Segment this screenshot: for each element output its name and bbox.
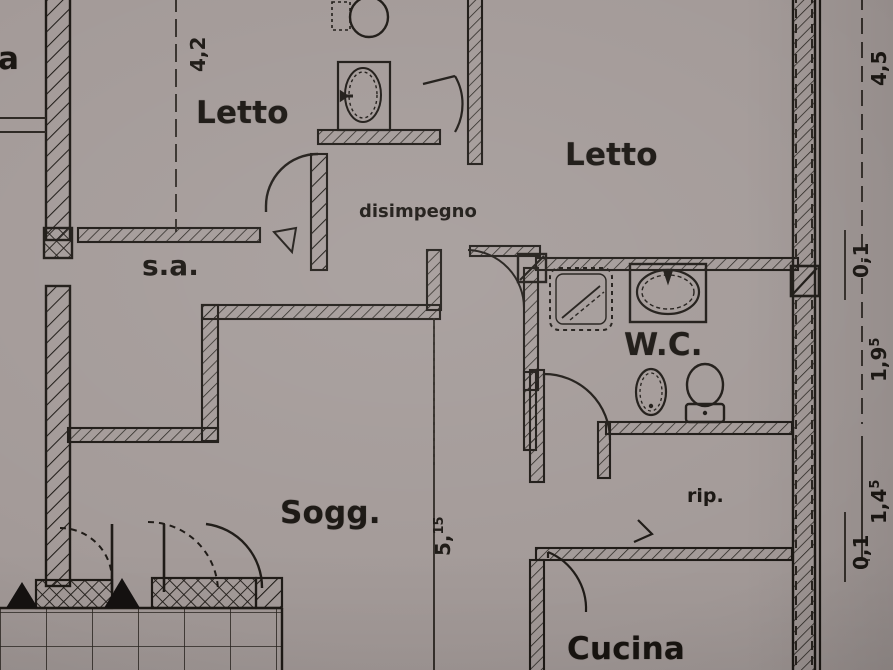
bathtub-tap [662, 268, 674, 286]
balcony-sw [0, 576, 284, 670]
clipped-edge-label: a [0, 41, 20, 77]
dimension-1-45-main: 1,4 [867, 488, 892, 524]
window-openings [0, 0, 813, 670]
wall-disimpegno-west [309, 152, 329, 272]
door-swing-bagno-nord [454, 75, 464, 133]
wall-letto-nw-south [76, 226, 262, 244]
balcony-marker-2 [104, 578, 140, 608]
toilet-cistern-wc [684, 402, 726, 424]
door-leaf-bagno-nord [422, 74, 456, 86]
dimension-5-15-main: 5, [431, 534, 456, 556]
dimension-1-95-sup: 5 [868, 337, 883, 347]
door-arrow-rip [633, 519, 654, 544]
dimension-lines [175, 0, 870, 670]
room-label-sa: s.a. [142, 249, 199, 282]
dimension-label-5-15: 5,15 [431, 516, 456, 556]
wall-rip-south [534, 546, 794, 562]
toilet-cistern-north [331, 1, 351, 31]
room-label-sogg: Sogg. [280, 495, 381, 531]
wall-exterior-left-lower [44, 284, 72, 588]
balcony-floor [0, 607, 283, 670]
pillar-wc-north [516, 252, 548, 284]
door-swing-letto-nw [264, 152, 319, 207]
wall-bagno-south [316, 128, 442, 146]
dimension-1-45-sup: 5 [868, 479, 883, 489]
room-label-letto-ne: Letto [565, 137, 658, 173]
door-swing-cucina [547, 550, 588, 613]
wall-exterior-left [44, 0, 72, 242]
door-swing-balcony-b [147, 521, 219, 593]
fixtures-wc [549, 262, 726, 424]
door-swing-wc [543, 372, 612, 441]
dimension-label-1-95: 1,95 [867, 337, 892, 382]
dimension-5-15-sup: 15 [432, 516, 447, 535]
room-label-cucina: Cucina [567, 631, 686, 667]
fixtures-bagno-nord [331, 0, 392, 132]
dimension-label-1-45: 1,45 [867, 479, 892, 524]
toilet-icon-wc [685, 362, 725, 408]
wall-sogg-east-lower [528, 368, 546, 484]
balcony-parapet-left [34, 578, 114, 610]
door-leaf-sa [272, 226, 298, 255]
toilet-icon-north [348, 0, 390, 39]
wall-wc-south-stub [596, 420, 612, 480]
dimension-label-4-2: 4,2 [186, 36, 210, 72]
dimension-1-95-main: 1,9 [867, 346, 892, 382]
doors [59, 74, 654, 613]
wall-sogg-north [200, 303, 442, 321]
structural-walls [42, 0, 822, 670]
wall-sa-south [66, 426, 220, 444]
wall-disimpegno-east [425, 248, 443, 312]
wall-wc-south [604, 420, 794, 436]
pillar-left-upper [42, 226, 74, 260]
wall-bagno-east [466, 0, 484, 166]
dimension-label-0-1-upper: 0,1 [849, 242, 873, 278]
room-label-wc: W.C. [624, 327, 703, 363]
bathtub-icon [628, 262, 708, 324]
room-label-letto-nw: Letto [196, 95, 289, 131]
room-label-disimpegno: disimpegno [359, 201, 477, 222]
wall-exterior-right [791, 0, 817, 670]
balcony-marker-1 [6, 582, 38, 608]
shower-icon [549, 267, 613, 331]
bidet-icon [634, 367, 668, 417]
pillar-right [789, 264, 821, 298]
dimension-label-4-5: 4,5 [867, 50, 891, 86]
wall-sa-east [200, 303, 220, 443]
sink-box-north [336, 60, 392, 132]
wall-cucina-west [528, 558, 546, 670]
door-swing-letto-ne [467, 249, 525, 309]
balcony-parapet-end [254, 576, 284, 610]
dimension-label-0-1-lower: 0,1 [849, 534, 873, 570]
room-label-rip: rip. [687, 485, 724, 507]
balcony-parapet-right [150, 576, 258, 610]
